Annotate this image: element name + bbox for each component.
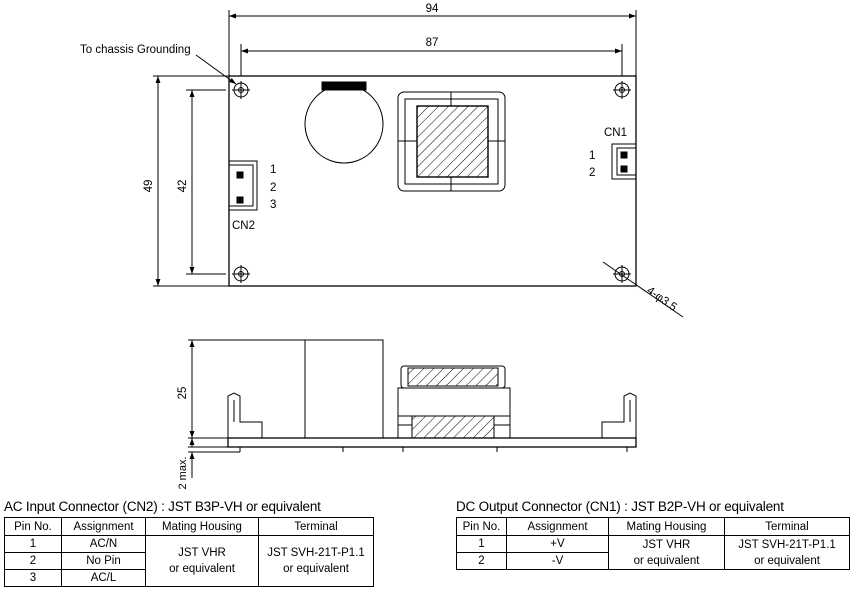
ac-pin-cell: 2 [4, 552, 62, 570]
mounting-hole-icon [613, 265, 631, 283]
ac-housing-cell: JST VHR or equivalent [145, 535, 259, 587]
ac-housing-line2: or equivalent [169, 563, 235, 575]
cn2-label: CN2 [232, 220, 255, 232]
dc-housing-line1: JST VHR [642, 538, 691, 551]
dim-87-label: 87 [426, 37, 439, 49]
ac-header-housing: Mating Housing [145, 517, 259, 536]
dc-terminal-line1: JST SVH-21T-P1.1 [738, 538, 836, 551]
pcb-outline-side [227, 437, 637, 448]
dc-header-assignment: Assignment [506, 517, 609, 536]
dim-2max-label: 2 max. [177, 456, 189, 489]
dc-terminal-line2: or equivalent [754, 554, 820, 567]
cn2-pin-3: 3 [270, 199, 276, 211]
ac-table-title: AC Input Connector (CN2) : JST B3P-VH or… [4, 499, 321, 514]
mounting-hole-icon [232, 81, 250, 99]
ac-input-table: Pin No. Assignment Mating Housing Termin… [4, 517, 374, 587]
ac-terminal-cell: JST SVH-21T-P1.1 or equivalent [258, 535, 374, 587]
dc-output-table: Pin No. Assignment Mating Housing Termin… [456, 517, 850, 570]
ac-assignment-cell: AC/L [61, 569, 146, 587]
cn2-pin-2: 2 [270, 182, 276, 194]
table-row: 1 +V JST VHR or equivalent JST SVH-21T-P… [456, 535, 850, 570]
dc-table-title: DC Output Connector (CN1) : JST B2P-VH o… [456, 499, 784, 514]
cn2-connector-icon [228, 160, 258, 211]
ac-assignment-cell: AC/N [61, 535, 146, 553]
dc-header-housing: Mating Housing [608, 517, 725, 536]
table-row: 1 AC/N JST VHR or equivalent JST SVH-21T… [4, 535, 374, 587]
dc-housing-line2: or equivalent [633, 554, 700, 567]
cn1-connector-icon [611, 143, 637, 180]
dc-assignment-cell: -V [506, 552, 609, 570]
cn1-label: CN1 [604, 127, 627, 139]
dc-terminal-cell: JST SVH-21T-P1.1 or equivalent [724, 535, 850, 570]
mechanical-drawing: 94 87 49 42 25 2 max. To chassis Groundi… [80, 3, 684, 490]
table-row: 2 -V [456, 552, 850, 570]
dc-pin-cell: 1 [456, 535, 507, 553]
ac-terminal-line2: or equivalent [283, 563, 349, 575]
ac-header-assignment: Assignment [61, 517, 146, 536]
table-row: 3 AC/L [4, 569, 374, 587]
ground-label: To chassis Grounding [80, 44, 191, 56]
dim-49-label: 49 [143, 180, 155, 193]
ac-pin-cell: 3 [4, 569, 62, 587]
mounting-hole-icon [613, 81, 631, 99]
cn2-pin-1: 1 [270, 164, 276, 176]
dc-assignment-cell: +V [506, 535, 609, 553]
dc-pin-cell: 2 [456, 552, 507, 570]
dc-header-terminal: Terminal [724, 517, 850, 536]
cn1-pin-2: 2 [589, 167, 595, 179]
ac-terminal-line1: JST SVH-21T-P1.1 [267, 547, 365, 559]
hole-callout-label: 4-φ3.5 [644, 285, 678, 314]
dim-94-label: 94 [426, 3, 439, 15]
dim-25-label: 25 [177, 387, 189, 400]
ac-housing-line1: JST VHR [178, 547, 226, 559]
ac-pin-cell: 1 [4, 535, 62, 553]
transformer-icon [397, 91, 506, 192]
ac-header-terminal: Terminal [258, 517, 374, 536]
mounting-hole-icon [232, 265, 250, 283]
cn1-pin-1: 1 [589, 150, 595, 162]
ac-header-pin: Pin No. [4, 517, 62, 536]
ac-assignment-cell: No Pin [61, 552, 146, 570]
dc-header-pin: Pin No. [456, 517, 507, 536]
capacitor-icon [304, 84, 384, 164]
dc-housing-cell: JST VHR or equivalent [608, 535, 725, 570]
dim-42-label: 42 [177, 180, 189, 193]
